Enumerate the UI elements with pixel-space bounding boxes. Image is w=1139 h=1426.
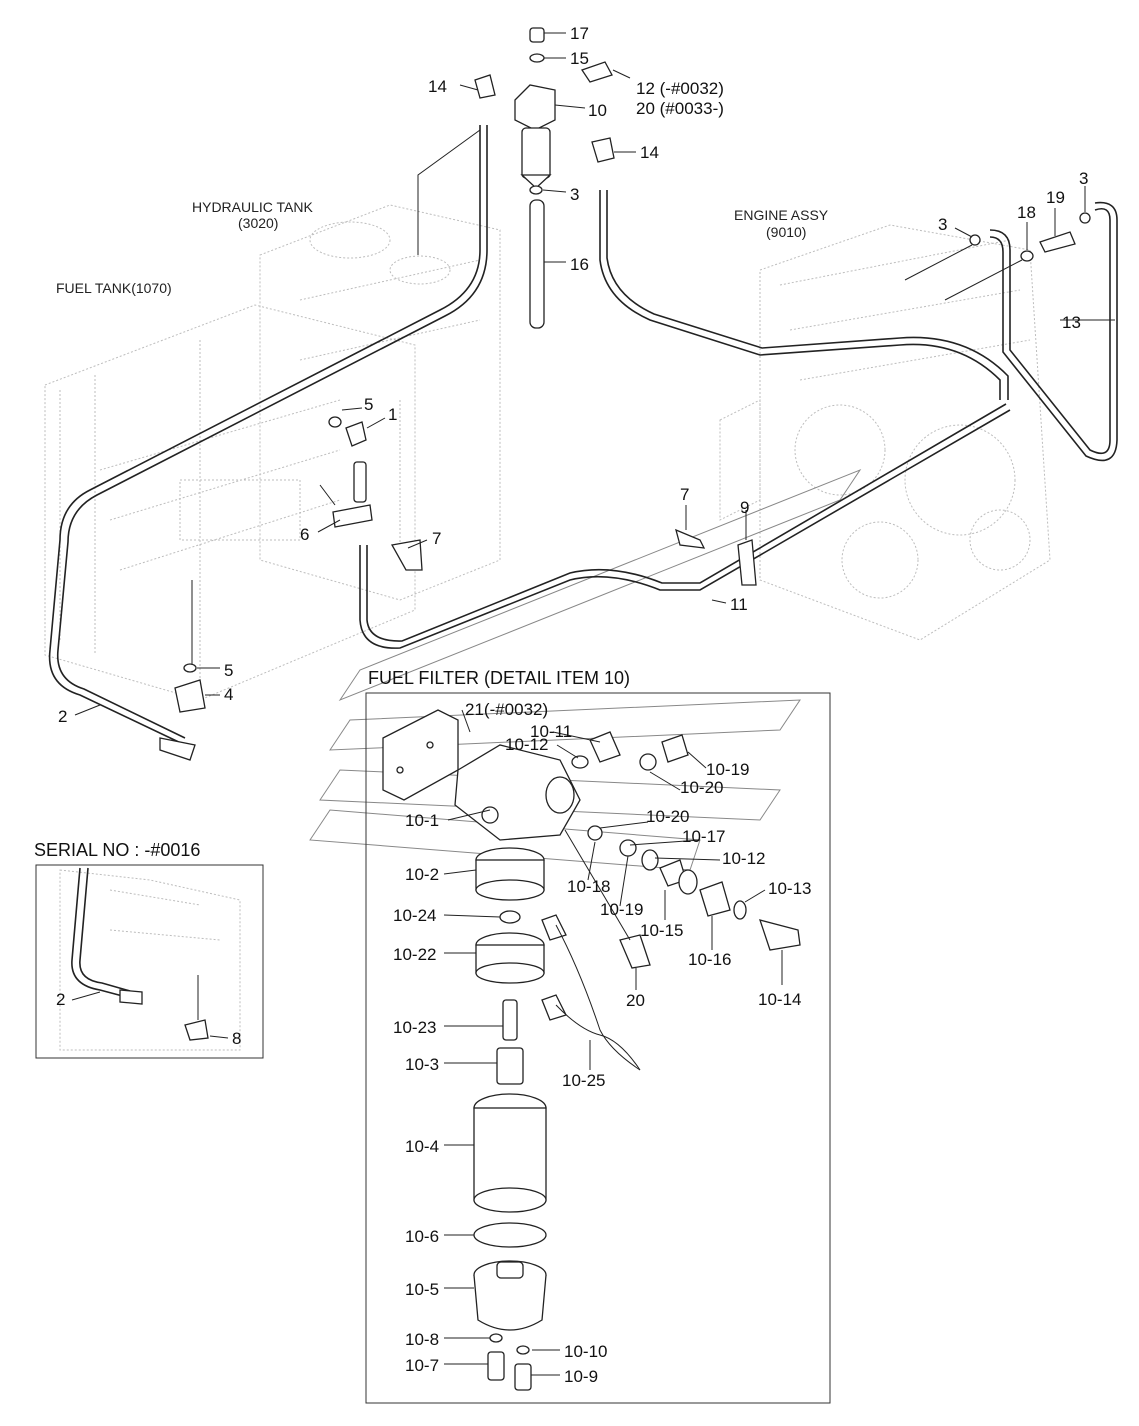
callout-10-18: 10-18 (567, 877, 610, 896)
callout-11: 11 (730, 595, 748, 614)
serial-callout-8: 8 (232, 1029, 241, 1048)
leader-lines-main (74, 32, 1115, 716)
fuel-filter-item-10 (474, 27, 615, 195)
callout-10-12-a: 10-12 (505, 735, 548, 754)
callout-5-low: 5 (224, 661, 233, 680)
fittings-4-5 (159, 663, 206, 761)
callout-10-7: 10-7 (405, 1356, 439, 1375)
pipe-13 (989, 201, 1118, 462)
callout-10-25: 10-25 (562, 1071, 605, 1090)
callout-3-right-b: 3 (1079, 169, 1088, 188)
callout-10-5: 10-5 (405, 1280, 439, 1299)
callout-10-11: 10-11 (530, 722, 572, 741)
callout-21: 21(-#0032) (465, 700, 548, 719)
callout-13: 13 (1062, 313, 1081, 332)
callout-10-2: 10-2 (405, 865, 439, 884)
callout-6: 6 (300, 525, 309, 544)
callout-10-22: 10-22 (393, 945, 436, 964)
callout-7-left: 7 (432, 529, 441, 548)
fuel-filter-detail-box: FUEL FILTER (DETAIL ITEM 10) (365, 668, 831, 1404)
callout-10-20-a: 10-20 (680, 778, 723, 797)
callout-10-12-b: 10-12 (722, 849, 765, 868)
detail-callouts: 21(-#0032) 10-11 10-12 10-19 10-20 10-20… (393, 700, 811, 1386)
callout-10-24: 10-24 (393, 906, 436, 925)
callout-10-17: 10-17 (682, 827, 725, 846)
callout-10-14: 10-14 (758, 990, 801, 1009)
fittings-1-5-6-7 (328, 416, 757, 586)
hydraulic-tank-ghost (259, 204, 501, 601)
serial-inset-box: SERIAL NO : -#0016 2 8 (34, 840, 264, 1059)
fuel-tank-ghost (44, 304, 416, 701)
callout-10-3: 10-3 (405, 1055, 439, 1074)
serial-box-title: SERIAL NO : -#0016 (34, 840, 200, 860)
pipe-16 (529, 199, 545, 329)
callout-20-top: 20 (#0033-) (636, 99, 724, 118)
main-callouts: 17 15 12 (-#0032) 20 (#0033-) 14 10 14 3… (58, 24, 1088, 726)
callout-10-13: 10-13 (768, 879, 811, 898)
callout-10-23: 10-23 (393, 1018, 436, 1037)
callout-3-center: 3 (570, 185, 579, 204)
callout-4: 4 (224, 685, 233, 704)
callout-14-left: 14 (428, 77, 447, 96)
serial-callout-2: 2 (56, 990, 65, 1009)
callout-20-detail: 20 (626, 991, 645, 1010)
detail-box-title: FUEL FILTER (DETAIL ITEM 10) (368, 668, 630, 688)
callout-7-right: 7 (680, 485, 689, 504)
engine-assy-label: ENGINE ASSY (734, 207, 829, 223)
callout-19: 19 (1046, 188, 1065, 207)
callout-10-15: 10-15 (640, 921, 683, 940)
fittings-3-18-19 (969, 212, 1091, 262)
callout-9: 9 (740, 498, 749, 517)
callout-10-19-b: 10-19 (600, 900, 643, 919)
callout-3-right-a: 3 (938, 215, 947, 234)
callout-12: 12 (-#0032) (636, 79, 724, 98)
engine-assy-ghost (719, 224, 1051, 641)
fuel-tank-label: FUEL TANK(1070) (56, 280, 172, 296)
pipe-2 (48, 125, 488, 746)
callout-10-1: 10-1 (405, 811, 439, 830)
hydraulic-tank-label: HYDRAULIC TANK (192, 199, 314, 215)
callout-1: 1 (388, 405, 397, 424)
callout-14-right: 14 (640, 143, 659, 162)
callout-2: 2 (58, 707, 67, 726)
callout-15: 15 (570, 49, 589, 68)
engine-assy-code: (9010) (766, 224, 806, 240)
pipe-11 (359, 403, 1011, 649)
callout-10-8: 10-8 (405, 1330, 439, 1349)
callout-10-9: 10-9 (564, 1367, 598, 1386)
component-labels: HYDRAULIC TANK (3020) ENGINE ASSY (9010)… (56, 199, 829, 296)
callout-10-6: 10-6 (405, 1227, 439, 1246)
callout-10-16: 10-16 (688, 950, 731, 969)
pipe-14-return (599, 190, 1009, 400)
callout-18: 18 (1017, 203, 1036, 222)
callout-5-mid: 5 (364, 395, 373, 414)
callout-16: 16 (570, 255, 589, 274)
callout-10-19-a: 10-19 (706, 760, 749, 779)
callout-10-20-b: 10-20 (646, 807, 689, 826)
hydraulic-tank-code: (3020) (238, 215, 278, 231)
callout-17: 17 (570, 24, 589, 43)
callout-10-10: 10-10 (564, 1342, 607, 1361)
callout-10: 10 (588, 101, 607, 120)
callout-10-4: 10-4 (405, 1137, 439, 1156)
